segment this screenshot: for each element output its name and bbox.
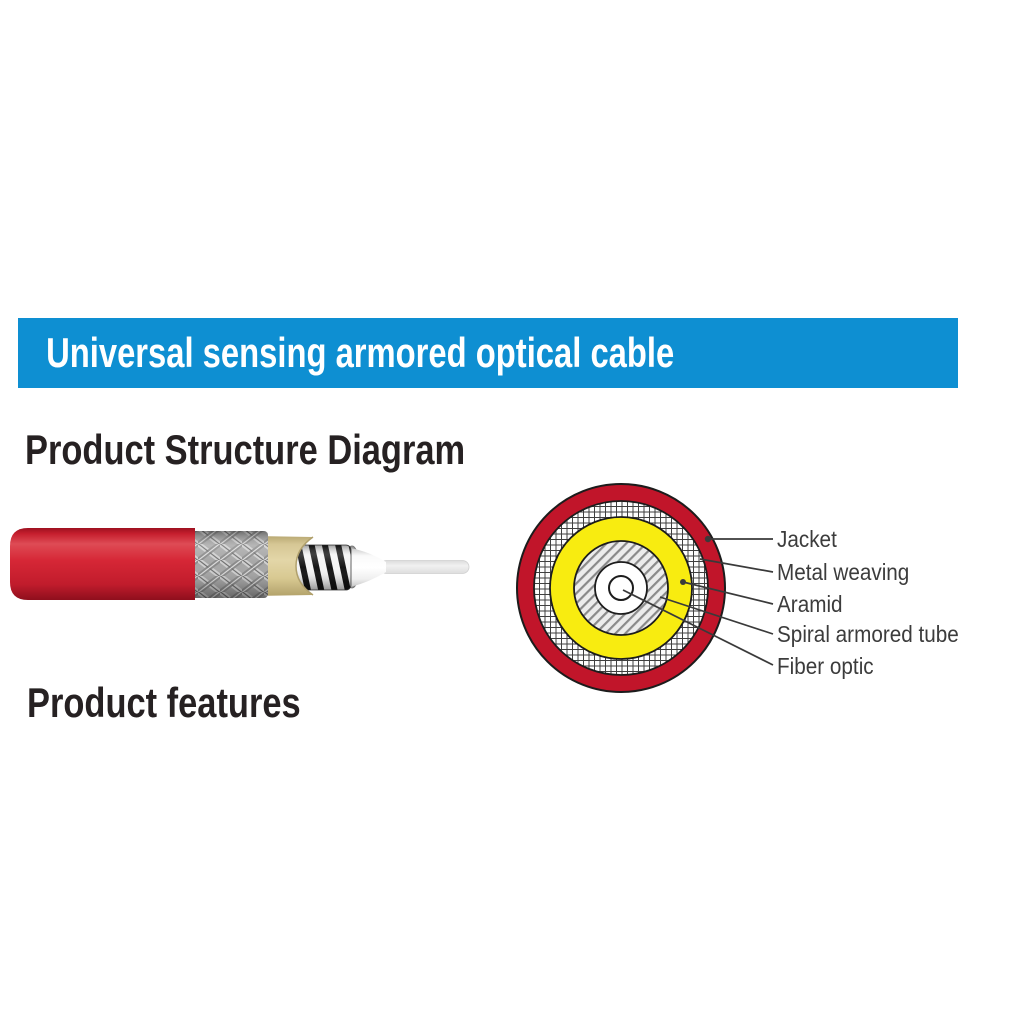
metal-weaving-3d: [185, 531, 268, 598]
banner-title: Universal sensing armored optical cable: [46, 329, 675, 376]
leader-dot-aramid: [680, 579, 686, 585]
leader-weaving: [699, 558, 774, 573]
cross-section-diagram: [516, 483, 726, 693]
label-fiber-optic: Fiber optic: [777, 653, 874, 679]
jacket-3d: [10, 528, 195, 600]
leader-fiber: [622, 589, 774, 666]
title-banner: Universal sensing armored optical cable: [18, 318, 958, 388]
fiber-core: [608, 575, 634, 601]
cable-3d-illustration: [10, 528, 470, 600]
leader-aramid: [682, 581, 774, 605]
label-metal-weaving: Metal weaving: [777, 559, 910, 585]
label-spiral-armored-tube: Spiral armored tube: [777, 621, 959, 647]
leader-spiral: [659, 596, 774, 635]
structure-heading: Product Structure Diagram: [25, 426, 466, 473]
spiral-armored-tube-3d: [291, 544, 352, 591]
leader-dot-jacket: [704, 535, 712, 543]
features-heading: Product features: [27, 679, 301, 726]
aramid-layer-3d: [254, 536, 314, 596]
fiber-strand: [379, 560, 470, 574]
label-aramid: Aramid: [777, 591, 843, 617]
label-jacket: Jacket: [777, 526, 837, 552]
leader-lines: [622, 538, 774, 666]
